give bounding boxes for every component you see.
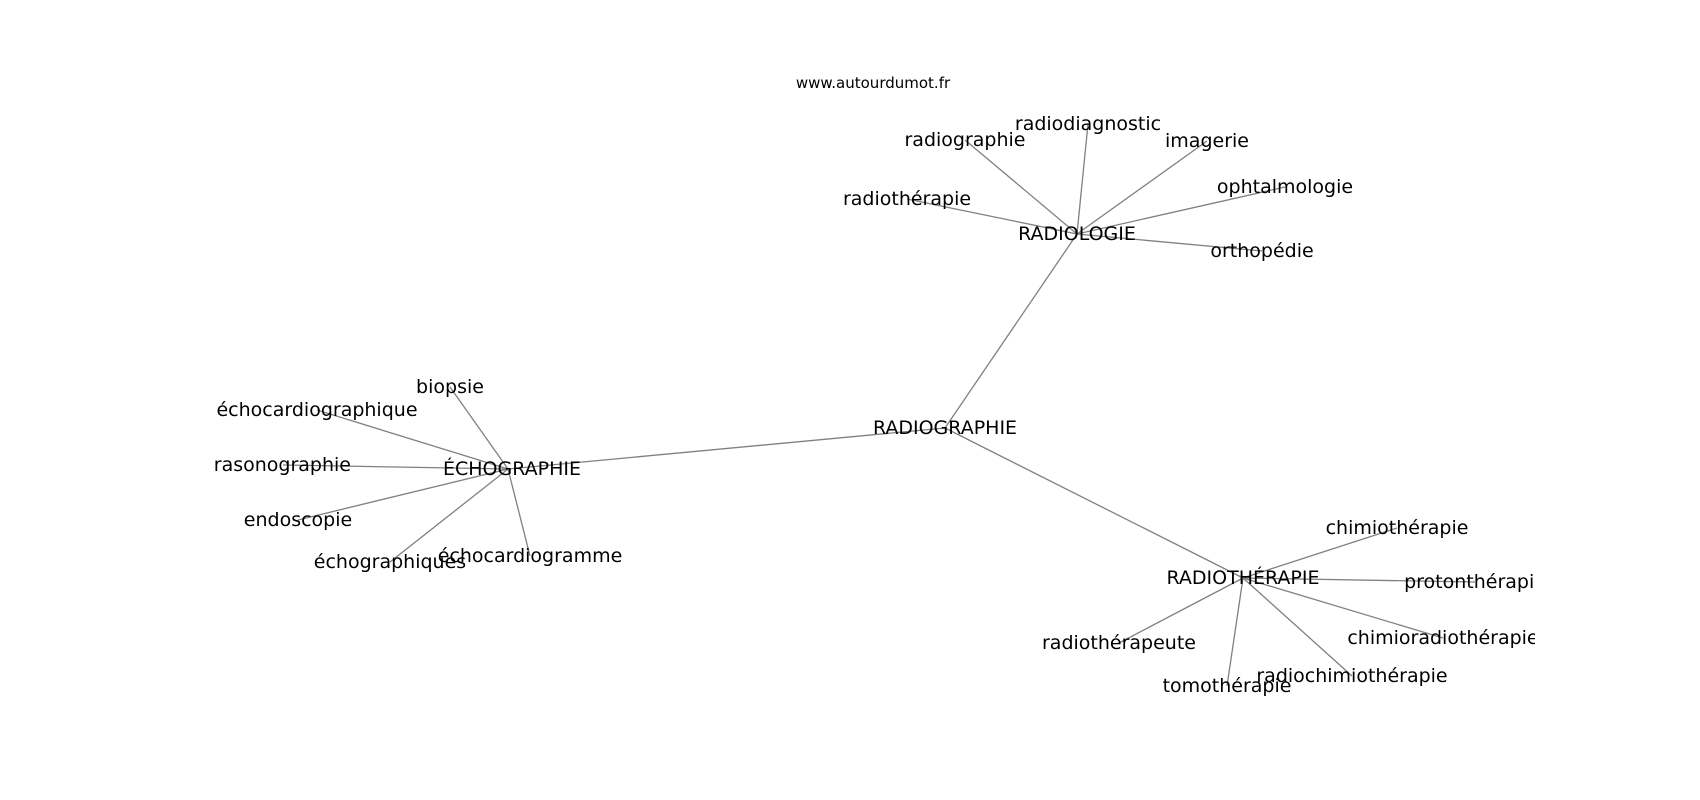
edge-radiologie-radiodiagnostic bbox=[1076, 123, 1089, 235]
node-leaf-radiotherapie[interactable]: radiothérapie bbox=[843, 188, 971, 210]
edge-echographie-echocardiogramme bbox=[507, 468, 531, 557]
node-leaf-biopsie[interactable]: biopsie bbox=[416, 376, 484, 398]
edge-radiologie-ophtalmologie bbox=[1076, 186, 1286, 235]
edge-center-radiologie bbox=[944, 233, 1078, 429]
edge-radiologie-orthopedie bbox=[1076, 233, 1263, 252]
source-label: www.autourdumot.fr bbox=[796, 74, 951, 92]
node-hub-echographie[interactable]: ÉCHOGRAPHIE bbox=[443, 457, 581, 480]
node-leaf-radiographie[interactable]: radiographie bbox=[904, 129, 1025, 151]
node-leaf-chimiotherapie[interactable]: chimiothérapie bbox=[1326, 517, 1469, 539]
edge-echographie-echographiques bbox=[389, 468, 509, 563]
node-leaf-radiochimiotherapie[interactable]: radiochimiothérapie bbox=[1256, 665, 1447, 687]
edge-radiotherapie-radiochimiotherapie bbox=[1242, 577, 1353, 677]
edge-radiotherapie-radiotherapeute bbox=[1118, 577, 1244, 644]
node-leaf-ultrasonographie[interactable]: ultrasonographie bbox=[189, 454, 351, 476]
edge-center-radiotherapie bbox=[944, 427, 1244, 579]
node-leaf-orthopedie[interactable]: orthopédie bbox=[1210, 240, 1313, 262]
edge-echographie-ultrasonographie bbox=[282, 464, 509, 470]
node-leaf-echographiques[interactable]: échographiques bbox=[314, 551, 466, 573]
edge-echographie-echocardiographique bbox=[316, 409, 509, 470]
edge-radiotherapie-protontherapie bbox=[1242, 577, 1476, 583]
edge-radiologie-radiographie bbox=[964, 139, 1078, 235]
node-leaf-echocardiogramme[interactable]: échocardiogramme bbox=[438, 545, 623, 567]
node-leaf-radiodiagnostic[interactable]: radiodiagnostic bbox=[1015, 113, 1161, 135]
node-leaf-ophtalmologie[interactable]: ophtalmologie bbox=[1217, 176, 1353, 198]
node-leaf-protontherapie[interactable]: protonthérapie bbox=[1404, 571, 1546, 593]
edge-radiotherapie-tomotherapie bbox=[1226, 577, 1244, 687]
node-leaf-endoscopie[interactable]: endoscopie bbox=[244, 509, 352, 531]
graph-area: RADIOGRAPHIE RADIOLOGIE radiographie rad… bbox=[189, 113, 1546, 697]
node-hub-radiotherapie[interactable]: RADIOTHÉRAPIE bbox=[1166, 566, 1319, 589]
node-leaf-chimioradiotherapie[interactable]: chimioradiothérapie bbox=[1347, 627, 1538, 649]
edge-echographie-endoscopie bbox=[297, 468, 509, 521]
edge-radiologie-radiotherapie bbox=[906, 198, 1078, 235]
edge-radiotherapie-chimiotherapie bbox=[1242, 527, 1398, 579]
node-leaf-radiotherapeute[interactable]: radiothérapeute bbox=[1042, 632, 1196, 654]
edge-radiologie-imagerie bbox=[1076, 140, 1208, 235]
node-center[interactable]: RADIOGRAPHIE bbox=[873, 417, 1017, 439]
node-leaf-echocardiographique[interactable]: échocardiographique bbox=[216, 399, 417, 421]
node-hub-radiologie[interactable]: RADIOLOGIE bbox=[1018, 223, 1136, 245]
node-leaf-tomotherapie[interactable]: tomothérapie bbox=[1163, 675, 1292, 697]
node-leaf-imagerie[interactable]: imagerie bbox=[1165, 130, 1249, 152]
edge-echographie-biopsie bbox=[449, 386, 509, 470]
edge-radiotherapie-chimioradiotherapie bbox=[1242, 577, 1444, 639]
edge-center-echographie bbox=[507, 427, 946, 470]
